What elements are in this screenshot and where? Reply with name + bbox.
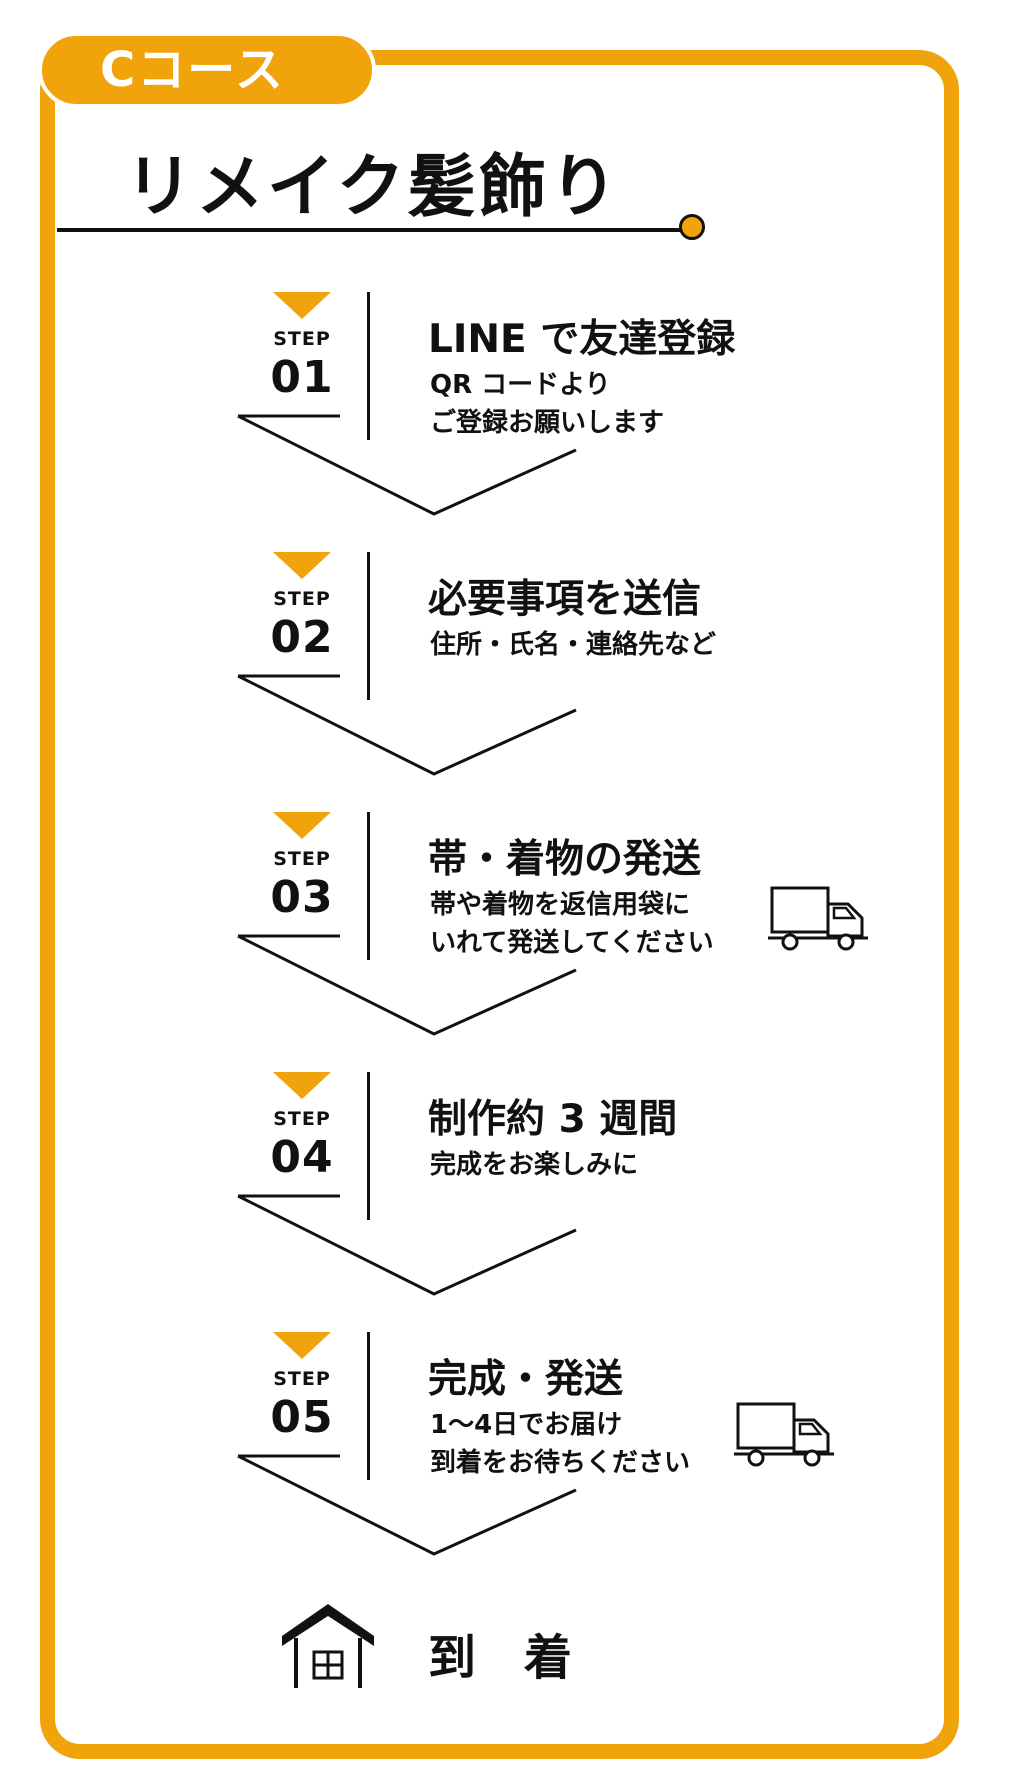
step-description-line: 完成をお楽しみに xyxy=(430,1150,639,1180)
chevron-down-arrow xyxy=(237,674,577,776)
triangle-down-icon xyxy=(273,1332,331,1359)
step-description-line: いれて発送してください xyxy=(430,928,714,958)
chevron-down-arrow xyxy=(237,934,577,1036)
step-description: 1～4日でお届け 到着をお待ちください xyxy=(430,1406,690,1482)
page-title: リメイク髪飾り xyxy=(125,148,621,227)
step-description: QR コードより ご登録お願いします xyxy=(430,366,664,442)
chevron-down-arrow xyxy=(237,414,577,516)
step-description-line: 住所・氏名・連絡先など xyxy=(430,630,717,660)
step-title: LINE で友達登録 xyxy=(428,317,736,362)
step-04: STEP 04 制作約 3 週間 完成をお楽しみに xyxy=(0,1072,1010,1332)
arrival-label: 到着 xyxy=(428,1630,621,1686)
step-word: STEP xyxy=(273,328,331,350)
step-title: 制作約 3 週間 xyxy=(428,1097,678,1142)
triangle-down-icon xyxy=(273,1072,331,1099)
step-number: 01 xyxy=(270,352,334,403)
step-description-line: 帯や着物を返信用袋に xyxy=(430,890,691,920)
course-label-tab: Cコース xyxy=(38,32,376,108)
truck-icon xyxy=(768,886,868,951)
step-03: STEP 03 帯・着物の発送 帯や着物を返信用袋に いれて発送してください xyxy=(0,812,1010,1072)
step-title: 必要事項を送信 xyxy=(428,577,702,622)
step-01: STEP 01 LINE で友達登録 QR コードより ご登録お願いします xyxy=(0,292,1010,552)
step-title: 帯・着物の発送 xyxy=(428,837,702,882)
step-title: 完成・発送 xyxy=(428,1357,624,1402)
title-underline-dot xyxy=(679,214,705,240)
house-icon xyxy=(282,1604,374,1688)
step-description-line: QR コードより xyxy=(430,370,611,400)
step-number: 05 xyxy=(270,1392,334,1443)
step-description-line: 1～4日でお届け xyxy=(430,1410,623,1440)
step-divider xyxy=(367,1072,370,1220)
step-divider xyxy=(367,292,370,440)
step-description: 帯や着物を返信用袋に いれて発送してください xyxy=(430,886,714,962)
triangle-down-icon xyxy=(273,812,331,839)
triangle-down-icon xyxy=(273,552,331,579)
step-description: 住所・氏名・連絡先など xyxy=(430,626,716,664)
truck-icon xyxy=(734,1402,834,1467)
step-divider xyxy=(367,552,370,700)
chevron-down-arrow xyxy=(237,1194,577,1296)
step-divider xyxy=(367,1332,370,1480)
step-description-line: 到着をお待ちください xyxy=(430,1448,691,1478)
step-description-line: ご登録お願いします xyxy=(430,408,665,438)
step-word: STEP xyxy=(273,848,331,870)
triangle-down-icon xyxy=(273,292,331,319)
step-word: STEP xyxy=(273,1108,331,1130)
step-divider xyxy=(367,812,370,960)
step-description: 完成をお楽しみに xyxy=(430,1146,638,1184)
step-word: STEP xyxy=(273,1368,331,1390)
step-word: STEP xyxy=(273,588,331,610)
step-number: 03 xyxy=(270,872,334,923)
title-underline xyxy=(57,228,697,232)
step-05: STEP 05 完成・発送 1～4日でお届け 到着をお待ちください xyxy=(0,1332,1010,1592)
step-number: 02 xyxy=(270,612,334,663)
step-02: STEP 02 必要事項を送信 住所・氏名・連絡先など xyxy=(0,552,1010,812)
step-number: 04 xyxy=(270,1132,334,1183)
chevron-down-arrow xyxy=(237,1454,577,1556)
